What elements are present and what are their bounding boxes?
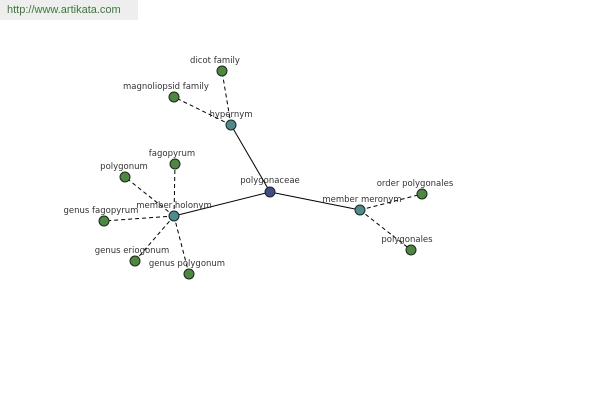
node-label-genus-fagopyrum[interactable]: genus fagopyrum <box>64 206 139 216</box>
node-fagopyrum[interactable] <box>169 158 181 170</box>
node-label-member-holonym[interactable]: member holonym <box>136 201 211 211</box>
edge-member-holonym-to-polygonum <box>124 176 175 217</box>
graph-edges <box>103 70 423 275</box>
node-order-polygonales[interactable] <box>416 188 428 200</box>
node-label-genus-eriogonum[interactable]: genus eriogonum <box>95 246 169 256</box>
node-label-fagopyrum[interactable]: fagopyrum <box>149 149 195 159</box>
edge-member-holonym-to-fagopyrum <box>173 163 176 217</box>
node-label-polygonaceae[interactable]: polygonaceae <box>240 176 300 186</box>
site-url-banner[interactable]: http://www.artikata.com <box>0 0 138 20</box>
node-polygonaceae[interactable] <box>264 186 276 198</box>
edge-hypernym-to-dicot-family <box>221 70 232 126</box>
node-polygonales[interactable] <box>405 244 417 256</box>
edge-member-meronym-to-polygonales <box>359 209 412 251</box>
node-magnoliopsid-family[interactable] <box>168 91 180 103</box>
edge-member-holonym-to-genus-fagopyrum <box>103 215 175 222</box>
node-label-dicot-family[interactable]: dicot family <box>190 56 240 66</box>
graph-labels: polygonaceae hypernym dicot family magnolio… <box>64 56 454 269</box>
edge-polygonaceae-to-hypernym <box>230 124 271 193</box>
node-dicot-family[interactable] <box>216 65 228 77</box>
node-genus-polygonum[interactable] <box>183 268 195 280</box>
node-label-polygonales[interactable]: polygonales <box>381 235 433 245</box>
node-genus-fagopyrum[interactable] <box>98 215 110 227</box>
node-member-meronym[interactable] <box>354 204 366 216</box>
node-label-genus-polygonum[interactable]: genus polygonum <box>149 259 225 269</box>
node-hypernym[interactable] <box>225 119 237 131</box>
edge-hypernym-to-magnoliopsid-family <box>173 96 232 126</box>
node-label-magnoliopsid-family[interactable]: magnoliopsid family <box>123 82 209 92</box>
edge-member-meronym-to-order-polygonales <box>359 193 423 211</box>
edge-member-holonym-to-genus-eriogonum <box>134 215 175 262</box>
edge-member-holonym-to-genus-polygonum <box>173 215 190 275</box>
node-member-holonym[interactable] <box>168 210 180 222</box>
edge-polygonaceae-to-member-meronym <box>269 191 361 211</box>
graph-nodes <box>98 65 428 280</box>
node-label-polygonum[interactable]: polygonum <box>100 162 148 172</box>
node-polygonum[interactable] <box>119 171 131 183</box>
node-label-hypernym[interactable]: hypernym <box>209 110 252 120</box>
edge-polygonaceae-to-member-holonym <box>173 191 271 217</box>
node-label-member-meronym[interactable]: member meronym <box>322 195 401 205</box>
node-genus-eriogonum[interactable] <box>129 255 141 267</box>
node-label-order-polygonales[interactable]: order polygonales <box>377 179 454 189</box>
